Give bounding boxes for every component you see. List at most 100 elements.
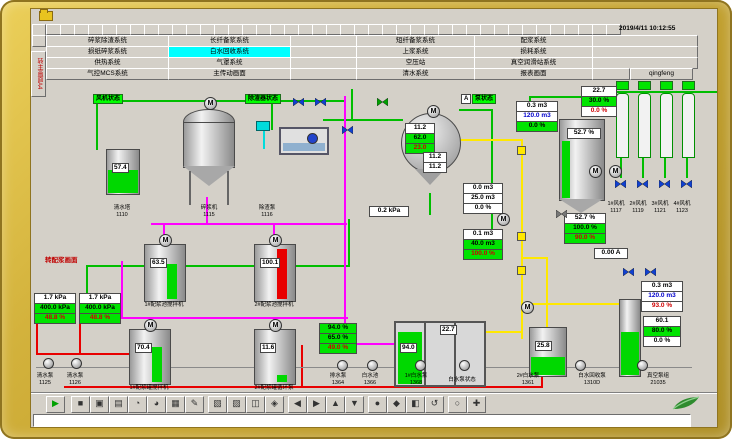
goto-main-screen-button[interactable]: 转主画面A4: [31, 51, 46, 97]
clarifier-value-1: 94.0: [400, 343, 417, 353]
status-chip: 除渣器状态: [245, 94, 282, 104]
meter-row: 0.0 %: [581, 106, 617, 117]
parameters-button[interactable]: ◆: [387, 396, 406, 413]
motor-icon[interactable]: M: [269, 234, 282, 247]
equipment-label: 排水泵 1364: [329, 373, 347, 386]
pump-icon[interactable]: [43, 358, 54, 369]
menu-item[interactable]: qingfeng: [630, 68, 693, 80]
storage-tank: [529, 327, 567, 377]
valve-icon[interactable]: [658, 175, 671, 193]
pipe: [613, 91, 717, 93]
filter-status-chip: [616, 81, 629, 90]
pipe: [79, 321, 81, 355]
pump-icon[interactable]: [415, 360, 426, 371]
pipe: [263, 129, 265, 149]
level-fill: [621, 332, 639, 375]
basin-pump[interactable]: [307, 133, 318, 144]
split-screen-button[interactable]: ◧: [406, 396, 425, 413]
pulper-leg: [189, 171, 191, 205]
valve-icon[interactable]: [622, 263, 635, 281]
tank-level-value: 11.6: [260, 343, 277, 353]
overview-button[interactable]: ▣: [90, 396, 109, 413]
pipe: [521, 303, 621, 305]
prev-page-button[interactable]: ◀: [288, 396, 307, 413]
pump-icon[interactable]: [637, 360, 648, 371]
valve-icon[interactable]: [644, 263, 657, 281]
valve-icon[interactable]: [341, 121, 354, 139]
menu-item[interactable]: 清水系统: [356, 68, 475, 80]
clarifier-value-2: 22.7: [440, 325, 457, 335]
zoom-button[interactable]: ○: [448, 396, 467, 413]
side-button-2[interactable]: [32, 35, 46, 47]
network-button[interactable]: ◈: [265, 396, 284, 413]
pipe: [36, 367, 692, 368]
pump-icon[interactable]: [71, 358, 82, 369]
history-button[interactable]: ◕: [147, 396, 166, 413]
valve-icon[interactable]: [314, 93, 327, 111]
pipe: [121, 317, 348, 319]
motor-icon[interactable]: M: [427, 105, 440, 118]
level-bar: [562, 141, 570, 198]
pump-icon[interactable]: [575, 360, 586, 371]
motor-icon[interactable]: M: [521, 301, 534, 314]
clarifier-wall: [454, 323, 456, 385]
motor-icon[interactable]: M: [159, 234, 172, 247]
equipment-label: 2#配浆罐循环泵: [254, 385, 294, 391]
equipment-label: 清水泵 1125: [36, 373, 54, 386]
control-valve-icon[interactable]: [517, 266, 526, 275]
next-page-button[interactable]: ▶: [307, 396, 326, 413]
valve-icon[interactable]: [376, 93, 389, 111]
pipe: [521, 257, 548, 259]
edit-button[interactable]: ✎: [185, 396, 204, 413]
page-up-button[interactable]: ▲: [326, 396, 345, 413]
tank-cone: [559, 199, 603, 213]
menu-item[interactable]: 主传动画面: [168, 68, 291, 80]
valve-icon[interactable]: [636, 175, 649, 193]
hmi-screen: 2019/4/11 10:12:55 转主画面A4 碎浆除渣系统长纤备浆系统短纤…: [30, 8, 718, 428]
datetime: 2019/4/11 10:12:55: [619, 25, 676, 32]
point-detail-button[interactable]: ●: [368, 396, 387, 413]
control-valve-icon[interactable]: [517, 146, 526, 155]
motor-icon[interactable]: M: [589, 165, 602, 178]
monitor-button[interactable]: ◫: [246, 396, 265, 413]
motor-icon[interactable]: M: [609, 165, 622, 178]
trend-button[interactable]: ◔: [128, 396, 147, 413]
alarm-summary-button[interactable]: ▤: [109, 396, 128, 413]
basin-water: [283, 143, 325, 151]
valve-icon[interactable]: [680, 175, 693, 193]
pump-icon[interactable]: [337, 360, 348, 371]
recipe-button[interactable]: ▧: [208, 396, 227, 413]
pipe: [36, 321, 38, 355]
equipment-label: 1#配浆罐搅拌机: [129, 385, 169, 391]
equipment-label: 2#风机 1119: [629, 201, 647, 214]
motor-icon[interactable]: M: [269, 319, 282, 332]
pipe: [642, 156, 644, 178]
pump-icon[interactable]: [459, 360, 470, 371]
equipment-label: 1#白水泵 1368: [404, 373, 428, 386]
report-button[interactable]: ▦: [166, 396, 185, 413]
start-button[interactable]: ▶: [46, 396, 65, 413]
diagnostics-button[interactable]: ▨: [227, 396, 246, 413]
valve-icon[interactable]: [292, 93, 305, 111]
valve-icon[interactable]: [614, 175, 627, 193]
stop-button[interactable]: ■: [71, 396, 90, 413]
menu-blank[interactable]: [592, 68, 630, 80]
goto-blending-screen-link[interactable]: 转配浆画面: [45, 257, 78, 264]
refresh-button[interactable]: ↺: [425, 396, 444, 413]
pipe: [36, 353, 140, 355]
filter-status-chip: [682, 81, 695, 90]
motor-icon[interactable]: M: [204, 97, 217, 110]
valve-icon[interactable]: [555, 205, 568, 223]
control-valve-icon[interactable]: [517, 232, 526, 241]
mixer-tank: [144, 244, 186, 302]
pulper-leg: [227, 171, 229, 205]
motor-icon[interactable]: M: [497, 213, 510, 226]
equipment-label: 白水池 1366: [361, 373, 379, 386]
pump-icon[interactable]: [367, 360, 378, 371]
motor-icon[interactable]: M: [144, 319, 157, 332]
toolbar: ▶■▣▤◔◕▦✎▧▨◫◈◀▶▲▼●◆◧↺○✚: [31, 393, 717, 414]
add-button[interactable]: ✚: [467, 396, 486, 413]
menu-item[interactable]: 气控MCS系统: [46, 68, 169, 80]
page-down-button[interactable]: ▼: [345, 396, 364, 413]
